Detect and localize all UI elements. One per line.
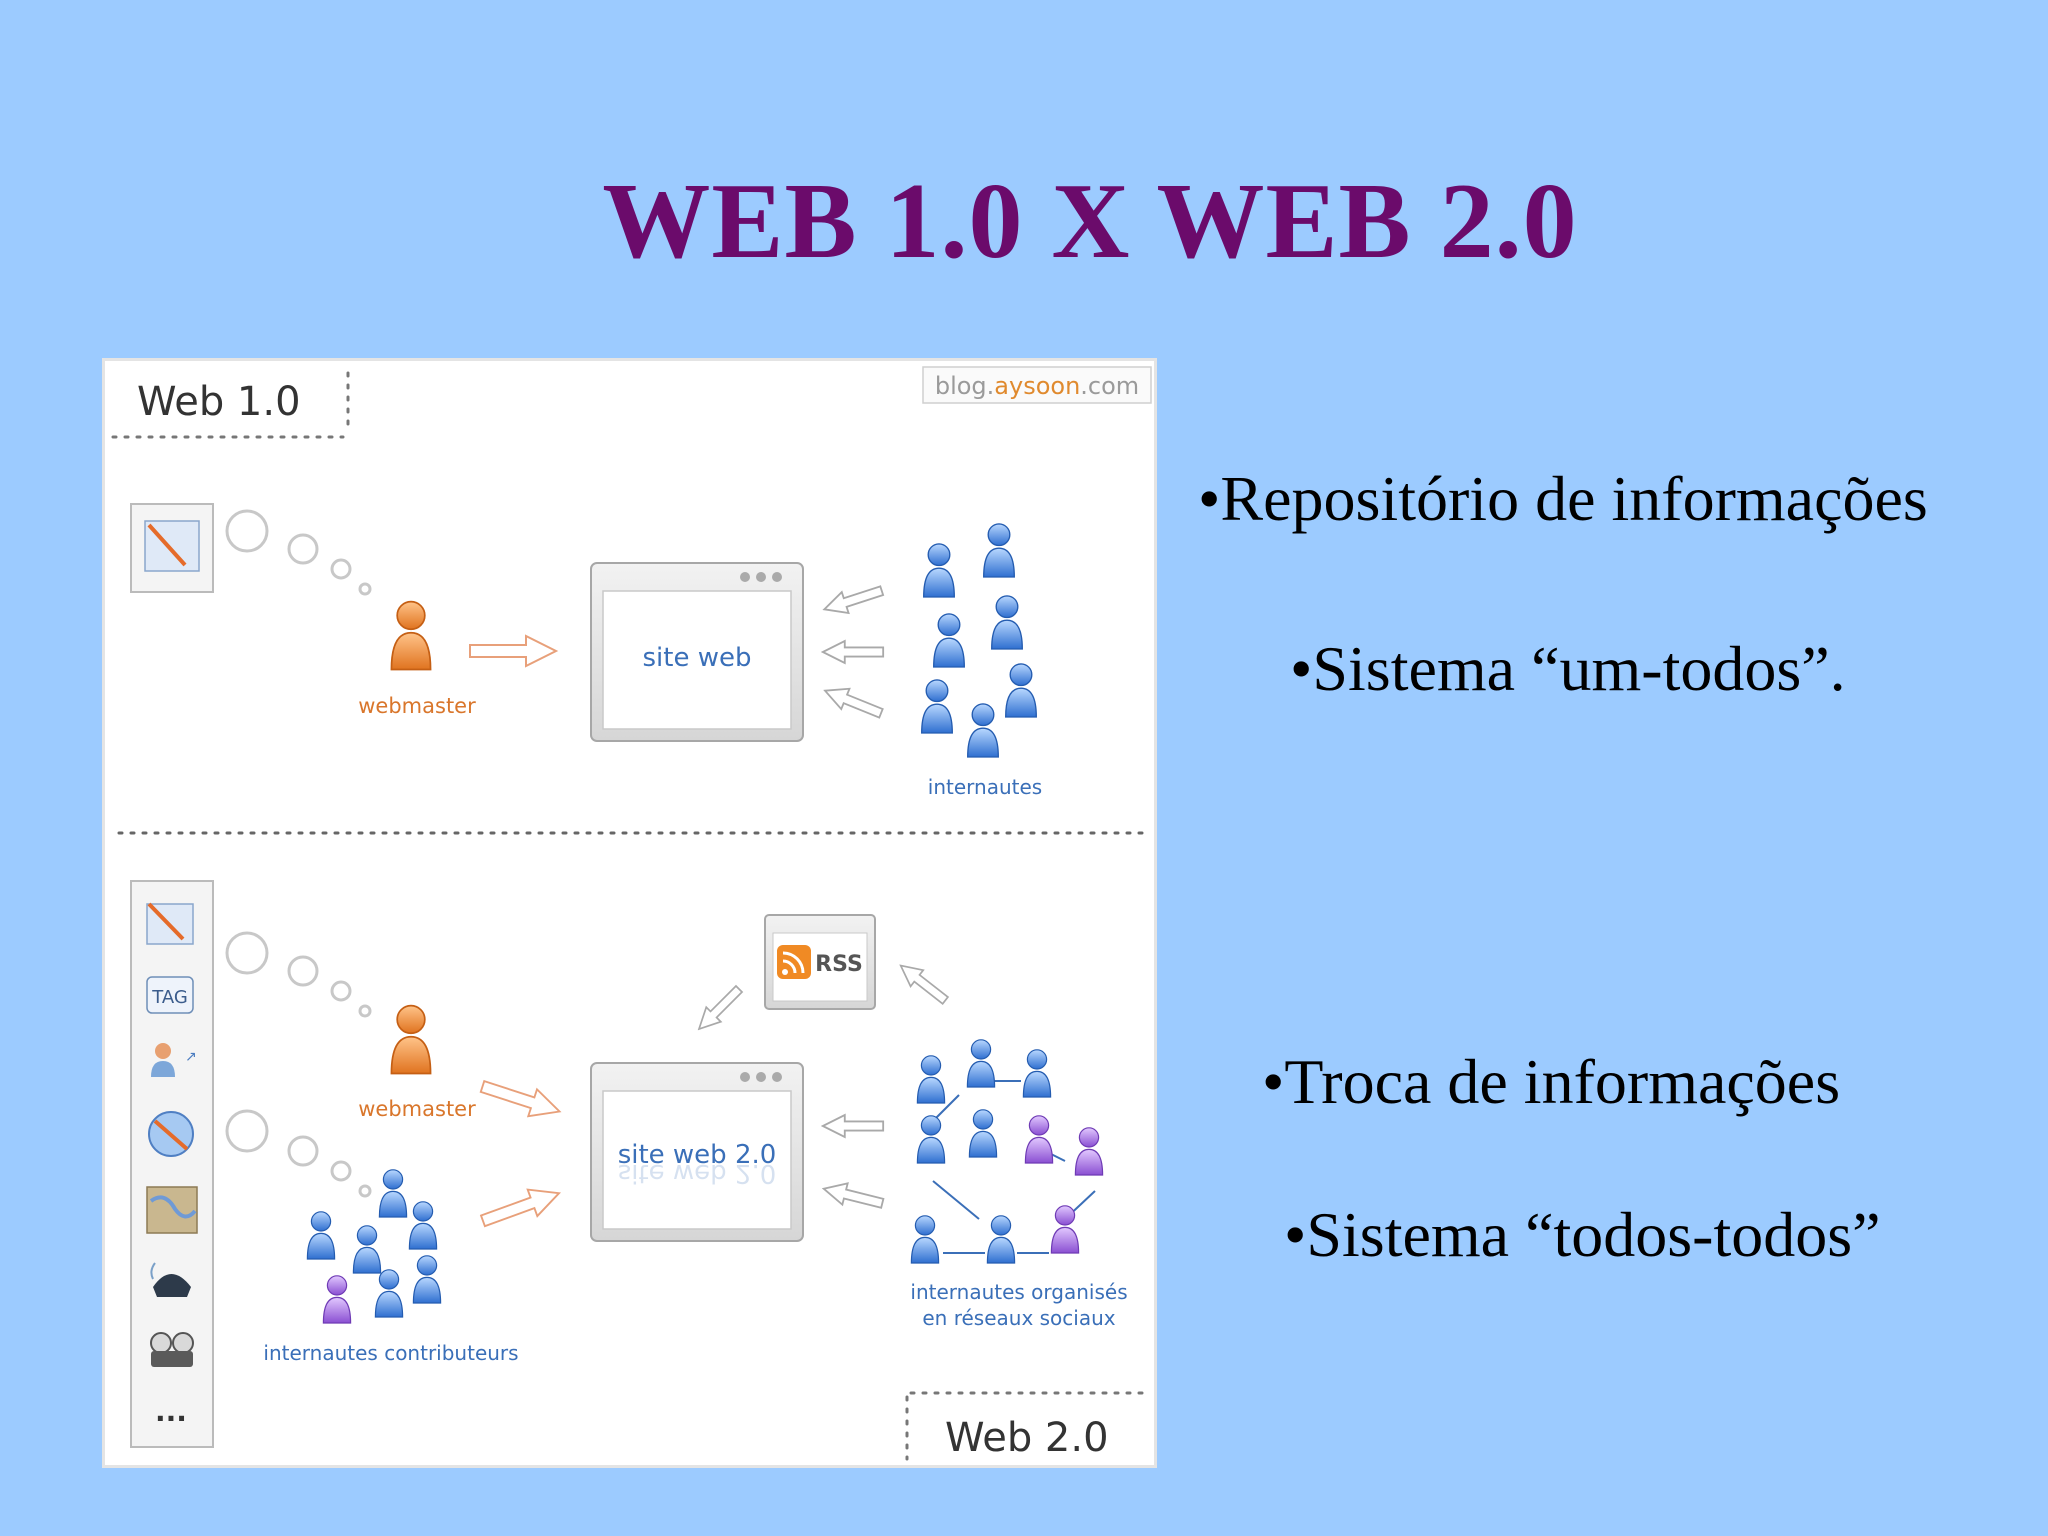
site-web2-label: site web 2.0 [618,1140,777,1170]
web1-heading-group: Web 1.0 [111,371,350,439]
contributors-group [306,1169,442,1324]
arrow-network-to-site-1 [821,1114,885,1138]
contributors-label: internautes contributeurs [263,1341,518,1365]
site-web2-reflection: site web 2.0 [618,1158,777,1188]
svg-text:↗: ↗ [185,1049,197,1065]
internautes-label-web1: internautes [928,775,1042,799]
social-network-users [910,1039,1104,1264]
web2-heading: Web 2.0 [945,1415,1109,1461]
arrow-webmaster-to-site-web2 [477,1072,565,1126]
bullet-one-to-all: •Sistema “um-todos”. [1290,633,1846,704]
bullet-repository: •Repositório de informações [1198,463,1928,534]
arrow-network-to-site-2 [820,1177,886,1215]
internautes-group-web1 [921,523,1037,758]
slide-title: WEB 1.0 X WEB 2.0 [602,162,1578,281]
webmaster-label-web1: webmaster [358,694,476,718]
site-web2-window: site web 2.0 site web 2.0 [590,1062,804,1242]
arrow-network-to-rss [893,956,953,1010]
video-icon [150,1332,194,1367]
thought-bubbles-web2-top [225,931,372,1018]
source-brand: aysoon [994,372,1080,400]
web1-heading: Web 1.0 [137,379,301,425]
source-suffix: .com [1080,372,1139,400]
rss-feed-window: RSS [764,914,876,1010]
bullet-all-to-all: •Sistema “todos-todos” [1284,1199,1881,1270]
web-diagram: Web 1.0 blog.aysoon.com webmaster site w… [102,358,1157,1468]
more-tools-ellipsis: ... [155,1395,187,1428]
source-prefix: blog. [935,372,994,400]
arrow-user-to-site-2 [821,640,885,664]
arrow-user-to-site-3 [819,679,887,725]
arrow-contributors-to-site-web2 [477,1178,565,1236]
phone-icon [150,1262,191,1297]
thought-bubbles-web1 [225,509,372,596]
networks-label-line2: en réseaux sociaux [922,1306,1115,1330]
webmaster-icon-web2 [390,1004,432,1075]
arrow-rss-to-site [690,980,748,1038]
write-icon [148,1111,194,1157]
tools-sidebar: TAG ↗ ... [130,880,214,1448]
bullet-exchange: •Troca de informações [1262,1046,1841,1117]
thought-bubbles-web2-bottom [225,1109,372,1198]
rss-label: RSS [815,952,863,977]
webmaster-label-web2: webmaster [358,1097,476,1121]
web-diagram-svg: Web 1.0 blog.aysoon.com webmaster site w… [111,366,1152,1461]
tag-icon: TAG [146,976,194,1014]
rss-icon [777,945,811,979]
tag-label: TAG [151,987,188,1008]
networks-label-line1: internautes organisés [910,1280,1127,1304]
contact-icon: ↗ [151,1043,197,1077]
svg-text:blog.aysoon.com: blog.aysoon.com [935,372,1139,400]
site-web-label: site web [643,643,752,673]
source-badge: blog.aysoon.com [922,366,1152,404]
map-icon [146,1186,198,1234]
notepad-icon [130,503,214,593]
webmaster-icon-web1 [390,600,432,671]
notepad-icon-web2 [146,902,194,945]
arrow-to-site-web1 [468,634,558,668]
arrow-user-to-site-1 [819,579,887,621]
web2-heading-group: Web 2.0 [905,1391,1147,1461]
site-web-window: site web [590,562,804,742]
social-network-links [932,1080,1096,1254]
